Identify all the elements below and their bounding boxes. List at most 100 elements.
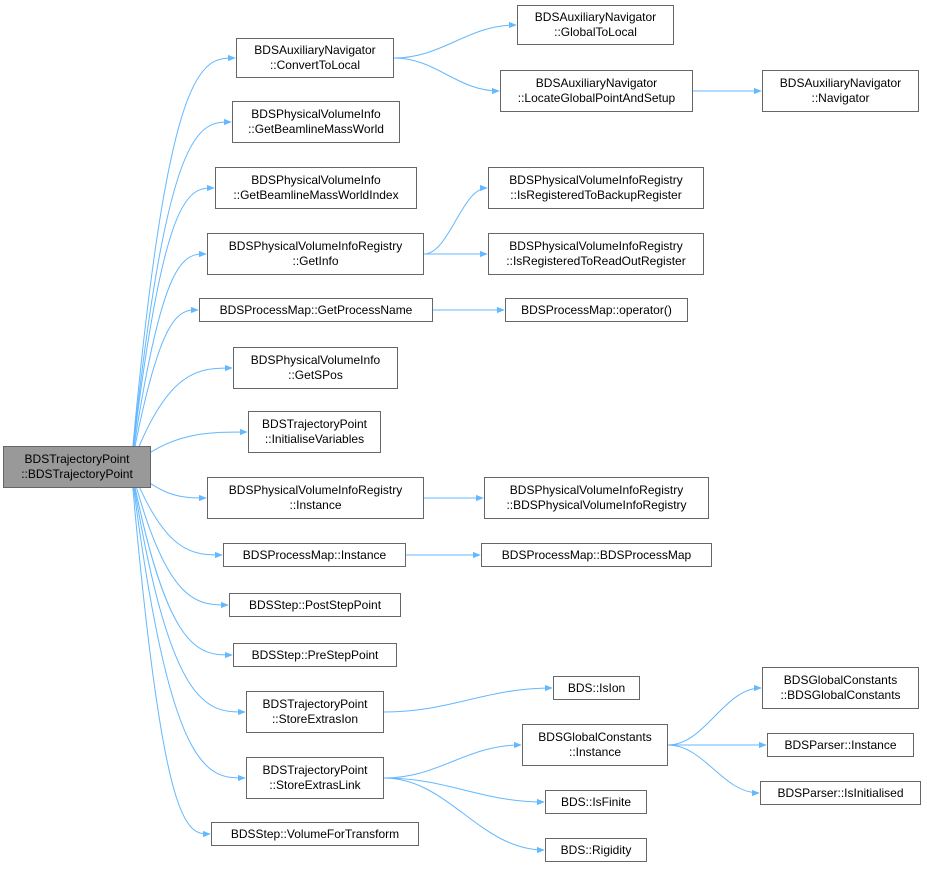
graph-node-m6[interactable]: BDSProcessMap::operator() [505, 298, 688, 322]
edge-m10-m15 [667, 744, 760, 797]
edge-n13-m12 [383, 777, 545, 854]
graph-node-m8[interactable]: BDSProcessMap::BDSProcessMap [481, 543, 712, 567]
edge-n4-m4 [423, 184, 488, 255]
edge-root-n14 [130, 466, 211, 838]
node-label-line: BDSStep::PostStepPoint [248, 597, 382, 612]
node-label-line: BDSPhysicalVolumeInfoRegistry [509, 173, 683, 187]
node-label-line: ::BDSGlobalConstants [780, 688, 901, 702]
node-label-line: ::GetBeamlineMassWorld [248, 122, 384, 136]
node-label-line: BDS::IsIon [567, 680, 626, 695]
edge-n1-m2 [393, 57, 500, 95]
graph-node-n14[interactable]: BDSStep::VolumeForTransform [211, 822, 419, 846]
graph-node-n7[interactable]: BDSTrajectoryPoint::InitialiseVariables [248, 411, 381, 453]
graph-node-m10[interactable]: BDSGlobalConstants::Instance [522, 724, 668, 766]
node-label-line: BDSProcessMap::GetProcessName [219, 302, 413, 317]
node-label-line: BDSGlobalConstants [538, 730, 652, 744]
node-label-line: ::StoreExtrasLink [269, 778, 361, 792]
node-label-line: BDSPhysicalVolumeInfoRegistry [509, 239, 683, 253]
graph-node-n5[interactable]: BDSProcessMap::GetProcessName [199, 298, 433, 322]
node-label-line: BDSTrajectoryPoint [262, 763, 368, 777]
node-label-line: ::BDSTrajectoryPoint [21, 467, 133, 481]
graph-node-n6[interactable]: BDSPhysicalVolumeInfo::GetSPos [233, 347, 398, 389]
graph-node-n8[interactable]: BDSPhysicalVolumeInfoRegistry::Instance [207, 477, 424, 519]
node-label-line: BDSAuxiliaryNavigator [534, 10, 657, 24]
node-label-line: ::ConvertToLocal [269, 58, 361, 72]
edge-root-n13 [130, 466, 246, 782]
node-label-line: ::GlobalToLocal [554, 25, 637, 39]
node-label-line: ::BDSPhysicalVolumeInfoRegistry [506, 498, 687, 512]
graph-node-m11[interactable]: BDS::IsFinite [545, 790, 647, 814]
graph-node-m12[interactable]: BDS::Rigidity [545, 838, 647, 862]
node-label-line: ::LocateGlobalPointAndSetup [517, 91, 676, 105]
node-label-line: BDS::IsFinite [560, 794, 632, 809]
node-label-line: BDSParser::Instance [784, 737, 897, 752]
node-label-line: BDS::Rigidity [560, 842, 632, 857]
node-label-line: BDSProcessMap::Instance [242, 547, 387, 562]
graph-node-m13[interactable]: BDSGlobalConstants::BDSGlobalConstants [762, 667, 919, 709]
graph-node-n12[interactable]: BDSTrajectoryPoint::StoreExtrasIon [246, 691, 384, 733]
graph-node-m4[interactable]: BDSPhysicalVolumeInfoRegistry::IsRegiste… [488, 167, 704, 209]
node-label-line: ::Instance [568, 745, 622, 759]
node-label-line: BDSAuxiliaryNavigator [535, 76, 658, 90]
node-label-line: BDSPhysicalVolumeInfo [251, 173, 381, 187]
edge-n1-m1 [393, 21, 517, 59]
edge-root-n12 [130, 466, 246, 716]
graph-node-root[interactable]: BDSTrajectoryPoint::BDSTrajectoryPoint [3, 446, 151, 488]
node-label-line: ::InitialiseVariables [264, 432, 365, 446]
node-label-line: BDSStep::PreStepPoint [251, 647, 379, 662]
edge-n12-m9 [383, 684, 553, 713]
node-label-line: ::GetBeamlineMassWorldIndex [233, 188, 399, 202]
node-label-line: BDSPhysicalVolumeInfoRegistry [228, 239, 403, 253]
edge-root-n6 [130, 364, 233, 468]
graph-node-m15[interactable]: BDSParser::IsInitialised [760, 781, 921, 805]
node-label-line: ::Navigator [811, 91, 870, 105]
node-label-line: ::GetSPos [288, 368, 343, 382]
edge-n13-m10 [383, 741, 522, 779]
graph-node-m14[interactable]: BDSParser::Instance [767, 733, 914, 757]
graph-node-n2[interactable]: BDSPhysicalVolumeInfo::GetBeamlineMassWo… [232, 101, 400, 143]
node-label-line: ::IsRegisteredToBackupRegister [510, 188, 682, 202]
graph-node-m9[interactable]: BDS::IsIon [553, 676, 640, 700]
graph-node-n1[interactable]: BDSAuxiliaryNavigator::ConvertToLocal [236, 38, 394, 78]
edge-root-n1 [130, 54, 236, 468]
node-label-line: BDSParser::IsInitialised [777, 785, 904, 800]
node-label-line: ::GetInfo [292, 254, 339, 268]
edge-n13-m11 [383, 777, 545, 806]
node-label-line: BDSProcessMap::BDSProcessMap [501, 547, 692, 562]
node-label-line: ::Instance [289, 498, 342, 512]
graph-node-m2[interactable]: BDSAuxiliaryNavigator::LocateGlobalPoint… [500, 70, 693, 112]
node-label-line: BDSGlobalConstants [783, 673, 898, 687]
edge-root-n4 [130, 250, 207, 468]
graph-node-n3[interactable]: BDSPhysicalVolumeInfo::GetBeamlineMassWo… [215, 167, 417, 209]
node-label-line: BDSPhysicalVolumeInfo [250, 353, 381, 367]
graph-node-m7[interactable]: BDSPhysicalVolumeInfoRegistry::BDSPhysic… [484, 477, 709, 519]
edge-root-n3 [130, 184, 215, 468]
node-label-line: ::StoreExtrasIon [271, 712, 359, 726]
node-label-line: ::IsRegisteredToReadOutRegister [506, 254, 686, 268]
graph-node-n11[interactable]: BDSStep::PreStepPoint [233, 643, 397, 667]
node-label-line: BDSTrajectoryPoint [262, 697, 368, 711]
graph-node-n9[interactable]: BDSProcessMap::Instance [223, 543, 406, 567]
node-label-line: BDSTrajectoryPoint [24, 452, 130, 466]
graph-node-m5[interactable]: BDSPhysicalVolumeInfoRegistry::IsRegiste… [488, 233, 704, 275]
graph-node-n4[interactable]: BDSPhysicalVolumeInfoRegistry::GetInfo [207, 233, 424, 275]
node-label-line: BDSPhysicalVolumeInfoRegistry [228, 483, 403, 497]
edge-root-n5 [130, 306, 199, 468]
node-label-line: BDSAuxiliaryNavigator [254, 43, 376, 57]
node-label-line: BDSStep::VolumeForTransform [230, 826, 400, 841]
node-label-line: BDSAuxiliaryNavigator [779, 76, 902, 90]
edge-root-n2 [130, 118, 232, 468]
node-label-line: BDSPhysicalVolumeInfoRegistry [509, 483, 684, 497]
node-label-line: BDSPhysicalVolumeInfo [251, 107, 381, 121]
edge-m10-m13 [667, 684, 762, 746]
graph-node-m3[interactable]: BDSAuxiliaryNavigator::Navigator [762, 70, 919, 112]
node-label-line: BDSProcessMap::operator() [521, 302, 672, 317]
graph-node-m1[interactable]: BDSAuxiliaryNavigator::GlobalToLocal [517, 5, 674, 45]
node-label-line: BDSTrajectoryPoint [262, 417, 367, 431]
edge-root-n11 [130, 466, 233, 659]
edge-root-n9 [130, 466, 223, 559]
graph-node-n13[interactable]: BDSTrajectoryPoint::StoreExtrasLink [246, 757, 384, 799]
graph-node-n10[interactable]: BDSStep::PostStepPoint [229, 593, 401, 617]
